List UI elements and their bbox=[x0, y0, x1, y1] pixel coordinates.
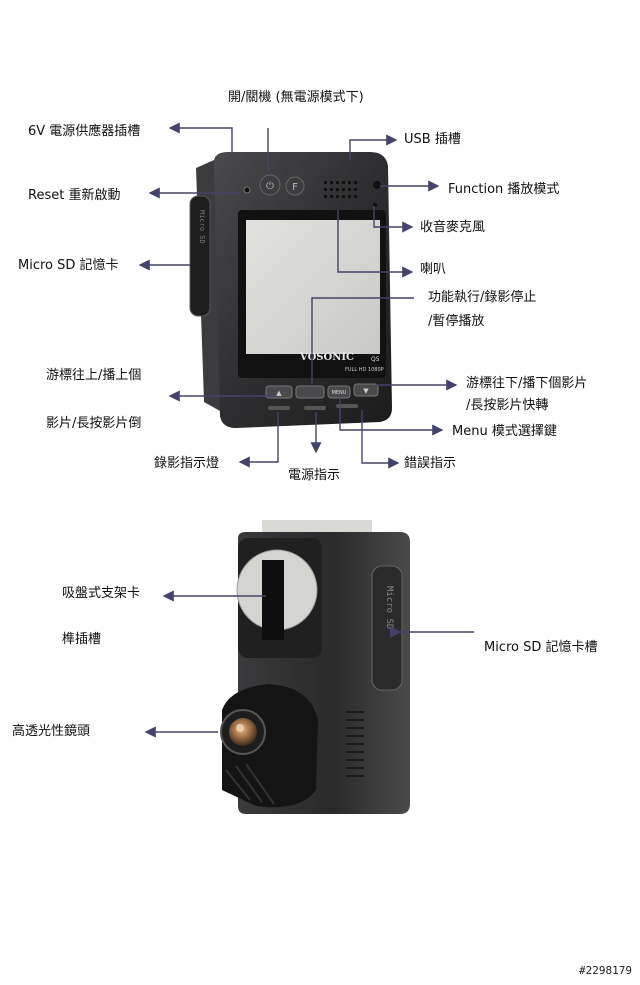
label-error-led: 錯誤指示 bbox=[404, 456, 457, 471]
menu-button[interactable] bbox=[327, 385, 351, 399]
menu-button-glyph: MENU bbox=[332, 390, 347, 396]
power-button-glyph: ⏻ bbox=[266, 181, 274, 192]
label-microsd: Micro SD 記憶卡 bbox=[18, 258, 119, 273]
spec-badge: FULL HD 1080P bbox=[345, 367, 384, 373]
camera-rear-body: Micro SD bbox=[222, 520, 410, 814]
top-callout-lines bbox=[138, 122, 458, 469]
label-lens: 高透光性鏡頭 bbox=[12, 724, 91, 739]
power-led bbox=[304, 406, 326, 410]
function-button[interactable] bbox=[285, 176, 305, 196]
label-power: 開/關機 (無電源模式下) bbox=[228, 90, 364, 105]
label-rec-led: 錄影指示燈 bbox=[154, 456, 220, 471]
label-mount-line1: 吸盤式支架卡 bbox=[62, 586, 141, 601]
label-mount-line2: 榫插槽 bbox=[62, 632, 102, 647]
function-led bbox=[373, 181, 381, 189]
label-function: Function 播放模式 bbox=[448, 182, 560, 197]
label-up-line2: 影片/長按影片倒 bbox=[46, 416, 142, 431]
label-dc-in: 6V 電源供應器插槽 bbox=[28, 124, 141, 139]
label-ok-line1: 功能執行/錄影停止 bbox=[428, 290, 537, 305]
label-speaker: 喇叭 bbox=[420, 262, 447, 277]
model-badge: Q5 bbox=[371, 356, 380, 363]
error-led bbox=[336, 404, 358, 408]
up-button-glyph: ▲ bbox=[276, 389, 282, 397]
label-reset: Reset 重新啟動 bbox=[28, 188, 121, 203]
speaker-grille bbox=[324, 181, 357, 198]
function-button-glyph: F bbox=[292, 182, 298, 193]
label-usb: USB 插槽 bbox=[404, 132, 461, 147]
lens-icon bbox=[229, 718, 257, 746]
brand-logo: VOSONIC bbox=[299, 352, 354, 363]
up-button[interactable] bbox=[265, 385, 293, 399]
label-up-line1: 游標往上/播上個 bbox=[46, 368, 142, 383]
label-menu: Menu 模式選擇鍵 bbox=[452, 424, 557, 439]
label-down-line2: /長按影片快轉 bbox=[466, 398, 549, 413]
down-button-glyph: ▼ bbox=[363, 387, 369, 395]
label-down-line1: 游標往下/播下個影片 bbox=[466, 376, 588, 391]
bottom-callout-lines bbox=[144, 590, 474, 738]
power-button[interactable] bbox=[259, 174, 281, 196]
ok-button[interactable] bbox=[295, 385, 325, 399]
lcd-screen bbox=[238, 210, 386, 378]
side-sd-text: Micro SD bbox=[384, 586, 394, 629]
label-ok-line2: /暫停播放 bbox=[428, 314, 485, 329]
rec-led bbox=[268, 406, 290, 410]
svg-text:Micro SD: Micro SD bbox=[198, 210, 206, 244]
watermark: #2298179 bbox=[579, 964, 632, 977]
reset-hole[interactable] bbox=[243, 186, 251, 194]
label-power-led: 電源指示 bbox=[288, 468, 341, 483]
label-sd-slot: Micro SD 記憶卡槽 bbox=[484, 640, 598, 655]
label-mic: 收音麥克風 bbox=[420, 220, 486, 235]
down-button[interactable] bbox=[353, 383, 379, 397]
